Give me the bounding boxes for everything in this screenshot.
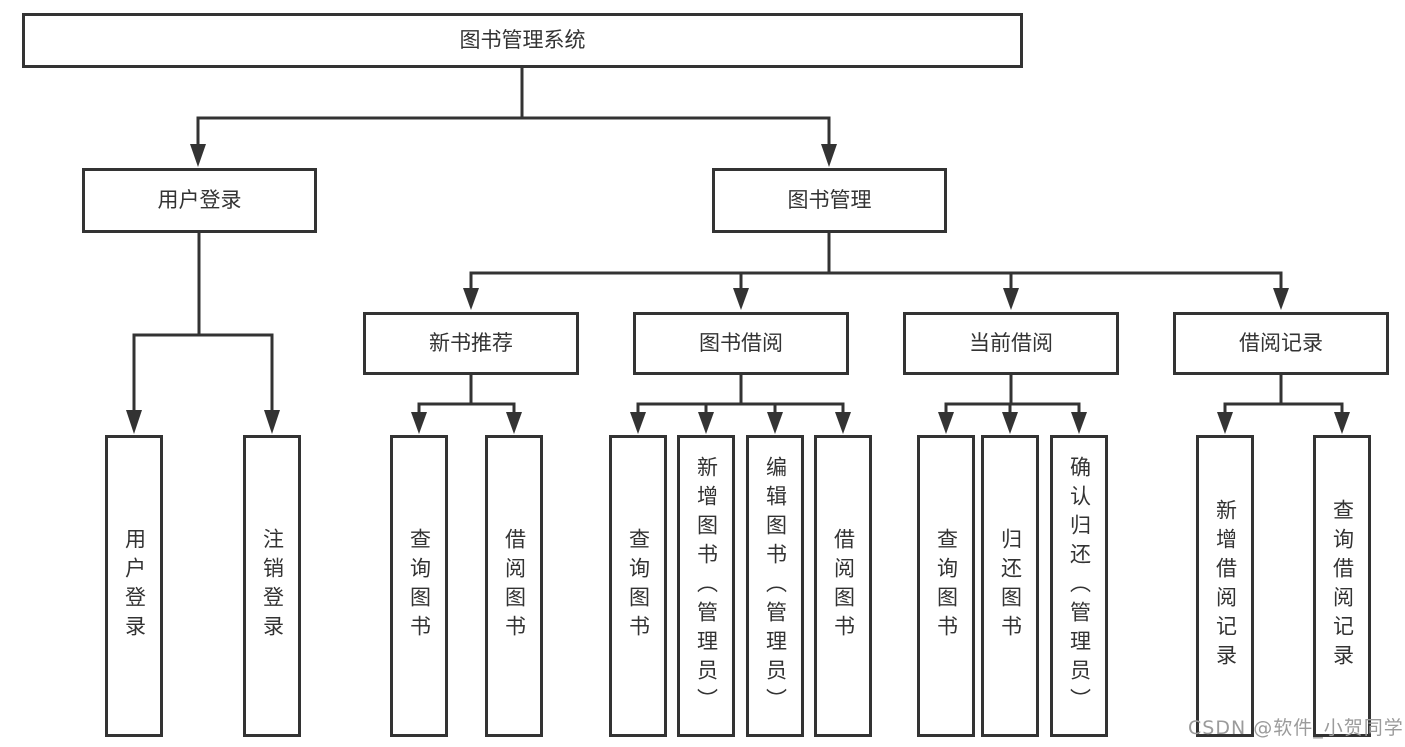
- node-current-borrowing-label: 当前借阅: [969, 331, 1053, 355]
- leaf-query-books-current: 查询图书: [917, 435, 975, 737]
- leaf-query-books-recommend: 查询图书: [390, 435, 448, 737]
- connector-borrowing-records-to-leaves: [1217, 375, 1350, 434]
- node-root: 图书管理系统: [22, 13, 1023, 68]
- node-book-borrowing-label: 图书借阅: [699, 331, 783, 355]
- node-user-login-label: 用户登录: [157, 188, 242, 212]
- leaf-add-borrow-record: 新增借阅记录: [1196, 435, 1254, 737]
- leaf-edit-book-admin: 编辑图书（管理员）: [746, 435, 804, 737]
- node-borrowing-records-label: 借阅记录: [1239, 331, 1323, 355]
- leaf-confirm-return-admin: 确认归还（管理员）: [1050, 435, 1108, 737]
- leaf-return-books: 归还图书: [981, 435, 1039, 737]
- leaf-logout-login: 注销登录: [243, 435, 301, 737]
- connector-root-to-level2: [190, 67, 837, 167]
- connector-current-borrowing-to-leaves: [938, 375, 1087, 434]
- node-current-borrowing: 当前借阅: [903, 312, 1119, 375]
- node-new-book-recommend-label: 新书推荐: [429, 331, 513, 355]
- node-book-borrowing: 图书借阅: [633, 312, 849, 375]
- leaf-query-books-borrowing: 查询图书: [609, 435, 667, 737]
- connector-user-login-to-leaves: [126, 233, 280, 434]
- leaf-add-book-admin: 新增图书（管理员）: [677, 435, 735, 737]
- watermark-text: CSDN @软件_小贺同学: [1188, 717, 1404, 739]
- node-new-book-recommend: 新书推荐: [363, 312, 579, 375]
- leaf-query-borrow-record: 查询借阅记录: [1313, 435, 1371, 737]
- leaf-user-login: 用户登录: [105, 435, 163, 737]
- node-borrowing-records: 借阅记录: [1173, 312, 1389, 375]
- connector-book-management-to-level3: [463, 233, 1289, 310]
- node-root-label: 图书管理系统: [459, 28, 586, 52]
- connector-new-book-recommend-to-leaves: [411, 375, 522, 434]
- leaf-borrow-books-recommend: 借阅图书: [485, 435, 543, 737]
- leaf-borrow-books: 借阅图书: [814, 435, 872, 737]
- node-book-management-label: 图书管理: [787, 188, 872, 212]
- node-book-management: 图书管理: [712, 168, 947, 233]
- node-user-login: 用户登录: [82, 168, 317, 233]
- connector-book-borrowing-to-leaves: [630, 375, 851, 434]
